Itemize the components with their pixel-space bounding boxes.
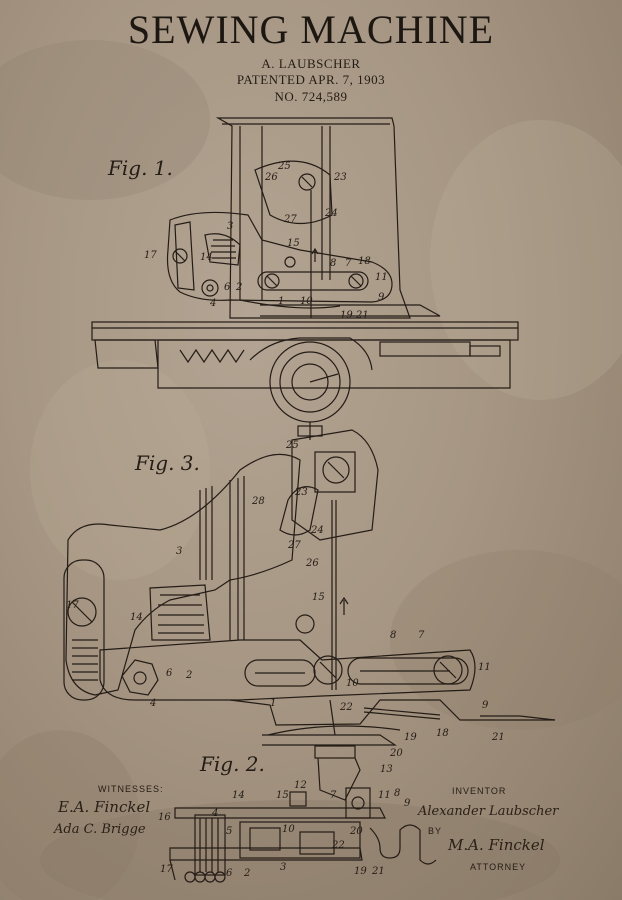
ref-numeral: 14 — [130, 612, 143, 623]
ref-numeral: 28 — [252, 496, 265, 507]
ref-numeral: 9 — [404, 798, 411, 809]
ref-numeral: 9 — [378, 292, 385, 303]
ref-numeral: 18 — [358, 256, 371, 267]
witness-signature-1: E.A. Finckel — [58, 798, 151, 816]
ref-numeral: 19 — [354, 866, 367, 877]
witnesses-label: WITNESSES: — [98, 784, 164, 794]
ref-numeral: 2 — [244, 868, 251, 879]
ref-numeral: 6 — [166, 668, 173, 679]
ref-numeral: 24 — [325, 208, 338, 219]
ref-numeral: 7 — [418, 630, 425, 641]
ref-numeral: 15 — [276, 790, 289, 801]
ref-numeral: 8 — [330, 258, 337, 269]
witness-signature-2: Ada C. Brigge — [54, 822, 146, 837]
ref-numeral: 11 — [378, 790, 391, 801]
ref-numeral: 20 — [350, 826, 363, 837]
ref-numeral: 25 — [278, 161, 291, 172]
ref-numeral: 21 — [492, 732, 505, 743]
ref-numeral: 5 — [226, 826, 233, 837]
ref-numeral: 9 — [482, 700, 489, 711]
ref-numeral: 7 — [345, 258, 352, 269]
fig3-drawing — [63, 429, 556, 746]
ref-numeral: 26 — [265, 172, 278, 183]
ref-numeral: 8 — [390, 630, 397, 641]
inventor-label: INVENTOR — [452, 786, 507, 796]
ref-numeral: 11 — [375, 272, 388, 283]
ref-numeral: 15 — [312, 592, 325, 603]
ref-numeral: 1 — [270, 698, 277, 709]
patent-date: PATENTED APR. 7, 1903 — [236, 72, 386, 87]
fig2-label: Fig. 2. — [200, 752, 265, 776]
ref-numeral: 11 — [478, 662, 491, 673]
ref-numeral: 1 — [278, 296, 285, 307]
ref-numeral: 15 — [287, 238, 300, 249]
fig3-label: Fig. 3. — [135, 451, 200, 475]
ref-numeral: 3 — [280, 862, 287, 873]
ref-numeral: 2 — [186, 670, 193, 681]
ref-numeral: 16 — [158, 812, 171, 823]
ref-numeral: 10 — [282, 824, 295, 835]
ref-numeral: 12 — [294, 780, 307, 791]
ref-numeral: 3 — [227, 221, 234, 232]
ref-numeral: 17 — [160, 864, 173, 875]
ref-numeral: 18 — [436, 728, 449, 739]
ref-numeral: 21 — [356, 310, 369, 321]
ref-numeral: 3 — [176, 546, 183, 557]
ref-numeral: 23 — [295, 487, 308, 498]
inventor-signature: Alexander Laubscher — [418, 804, 559, 819]
ref-numeral: 10 — [300, 296, 313, 307]
attorney-label: ATTORNEY — [470, 862, 527, 872]
ref-numeral: 20 — [390, 748, 403, 759]
ref-numeral: 25 — [286, 440, 299, 451]
patent-number: NO. 724,589 — [274, 89, 348, 104]
ref-numeral: 7 — [330, 790, 337, 801]
ref-numeral: 23 — [334, 172, 347, 183]
fig1-label: Fig. 1. — [108, 156, 173, 180]
fig1-drawing — [91, 117, 519, 440]
ref-numeral: 17 — [144, 250, 157, 261]
ref-numeral: 21 — [372, 866, 385, 877]
ref-numeral: 4 — [210, 298, 217, 309]
ref-numeral: 22 — [340, 702, 353, 713]
inventor-name: A. LAUBSCHER — [261, 56, 361, 71]
ref-numeral: 14 — [232, 790, 245, 801]
ref-numeral: 4 — [212, 808, 219, 819]
ref-numeral: 17 — [66, 600, 79, 611]
ref-numeral: 19 — [404, 732, 417, 743]
ref-numeral: 8 — [394, 788, 401, 799]
ref-numeral: 6 — [226, 868, 233, 879]
ref-numeral: 14 — [200, 252, 213, 263]
by-label: BY — [428, 826, 443, 836]
page-title: SEWING MACHINE — [127, 7, 495, 52]
ref-numeral: 2 — [236, 282, 243, 293]
ref-numeral: 10 — [346, 678, 359, 689]
fig2-drawing — [169, 745, 437, 883]
ref-numeral: 26 — [306, 558, 319, 569]
ref-numeral: 6 — [224, 282, 231, 293]
ref-numeral: 22 — [332, 840, 345, 851]
ref-numeral: 13 — [380, 764, 393, 775]
ref-numeral: 4 — [150, 698, 157, 709]
ref-numeral: 27 — [288, 540, 301, 551]
ref-numeral: 19 — [340, 310, 353, 321]
attorney-signature: M.A. Finckel — [448, 836, 545, 854]
ref-numeral: 27 — [284, 214, 297, 225]
ref-numeral: 24 — [311, 525, 324, 536]
